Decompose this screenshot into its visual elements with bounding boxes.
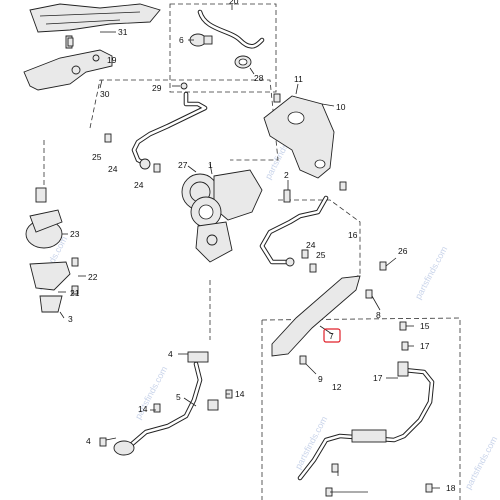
callout-24a: 24 [108, 164, 118, 174]
group-boxes [43, 3, 461, 500]
watermark-group: partsfinds.com partsfinds.com partsfinds… [33, 125, 499, 491]
callout-20: 20 [229, 0, 239, 6]
callout-1: 1 [208, 160, 213, 170]
callout-6: 6 [179, 35, 184, 45]
highlight-box [323, 328, 341, 343]
bracket-7 [271, 275, 361, 357]
callout-28: 28 [254, 73, 264, 83]
callout-24c: 24 [306, 240, 316, 250]
callout-24b: 24 [134, 180, 144, 190]
callout-4a: 4 [168, 349, 173, 359]
clamp-28 [234, 55, 252, 69]
leader-lines [58, 4, 440, 493]
callout-26: 26 [398, 246, 408, 256]
callout-13: 14 [235, 389, 245, 399]
watermark: partsfinds.com [413, 245, 449, 301]
callout-17a: 17 [420, 341, 430, 351]
pipe-19 [297, 361, 435, 481]
turbocharger-1 [181, 169, 263, 263]
callout-15: 15 [420, 321, 430, 331]
callout-7: 7 [329, 331, 334, 341]
callout-labels: 20 31 6 19 28 30 11 29 10 25 24 27 1 24 … [68, 0, 456, 493]
callout-14: 14 [138, 404, 148, 414]
stud-2 [283, 189, 291, 203]
callout-31: 31 [118, 27, 128, 37]
bracket-21 [29, 261, 71, 291]
clip-3 [39, 295, 63, 313]
heat-shield-31 [29, 3, 161, 33]
callout-27: 27 [178, 160, 188, 170]
heat-shield-10 [263, 95, 335, 179]
callout-9: 9 [318, 374, 323, 384]
fastener-group [67, 37, 433, 497]
callout-10: 10 [336, 102, 346, 112]
watermark: partsfinds.com [463, 435, 499, 491]
callout-11: 11 [294, 74, 303, 84]
callout-3: 3 [68, 314, 73, 324]
callout-19: 19 [107, 55, 117, 65]
downpipe-5 [113, 351, 219, 456]
oil-pipe-29 [131, 82, 208, 170]
callout-16: 16 [348, 230, 358, 240]
callout-25b: 25 [316, 250, 326, 260]
callout-25a: 25 [92, 152, 102, 162]
callout-21: 21 [70, 288, 80, 298]
pipe-16 [259, 195, 329, 267]
callout-5: 5 [176, 392, 181, 402]
callout-17b: 17 [373, 373, 383, 383]
callout-29: 29 [152, 83, 162, 93]
callout-4b: 4 [86, 436, 91, 446]
callout-23: 23 [70, 229, 80, 239]
callout-12: 12 [332, 382, 342, 392]
callout-22: 22 [88, 272, 98, 282]
actuator-23 [25, 187, 63, 249]
callout-2: 2 [284, 170, 289, 180]
callout-18: 18 [446, 483, 456, 493]
callout-30: 30 [100, 89, 110, 99]
hose-20 [197, 9, 265, 49]
callout-8: 8 [376, 310, 381, 320]
